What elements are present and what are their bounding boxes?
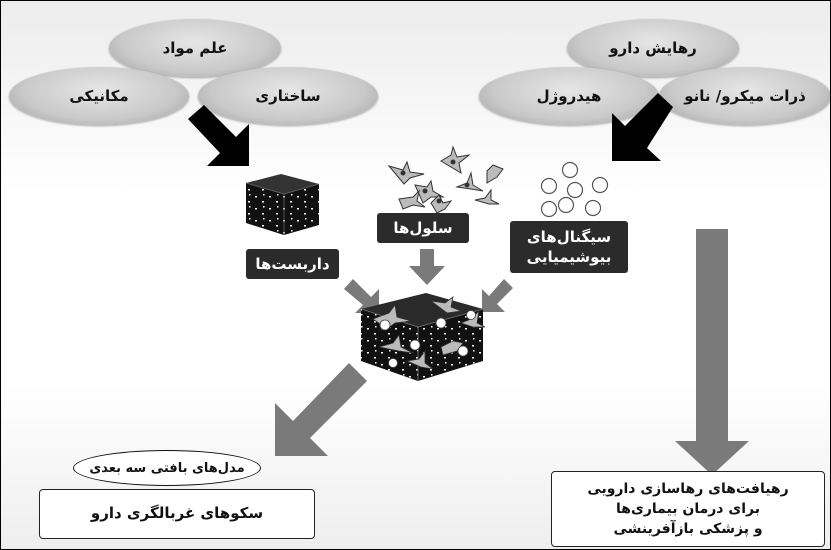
box-approaches-line2: برای درمان بیماری‌ها — [616, 500, 760, 517]
oval-structural: ساختاری — [198, 67, 378, 125]
gray-arrow-scaffolds — [344, 279, 379, 313]
gray-arrow-to-models — [275, 363, 367, 456]
label-cells-text: سلول‌ها — [393, 218, 453, 237]
oval-structural-label: ساختاری — [255, 87, 321, 105]
oval-mechanical-label: مکانیکی — [69, 87, 129, 105]
oval-micro-nano-particles-label: ذرات میکرو/ نانو — [684, 87, 806, 105]
signal-particles-icon — [540, 161, 609, 218]
tissue-construct-cube-icon — [360, 293, 486, 381]
label-biochemical-signals: سیگنال‌های بیوشیمیایی — [510, 221, 628, 273]
box-drug-screening-platforms: سکوهای غربالگری دارو — [39, 489, 315, 539]
label-scaffolds-text: داربست‌ها — [255, 254, 330, 273]
black-arrow-left — [188, 105, 249, 166]
oval-drug-release-label: رهایش دارو — [609, 39, 697, 57]
gray-arrow-signals — [482, 279, 513, 312]
black-arrow-right — [612, 93, 673, 161]
gray-arrow-cells — [409, 249, 445, 285]
label-signals-line1: سیگنال‌های — [526, 227, 612, 246]
box-approaches-line3: و پزشکی بازآفرینشی — [613, 521, 763, 538]
scaffold-cube-icon — [245, 174, 320, 235]
oval-hydrogel-label: هیدروژل — [536, 87, 602, 105]
box-approaches-line1: رهیافت‌های رهاسازی دارویی — [587, 480, 789, 497]
oval-materials-science: علم مواد — [109, 19, 281, 77]
oval-3d-tissue-models-label: مدل‌های بافتی سه بعدی — [89, 460, 245, 476]
box-drug-screening-label: سکوهای غربالگری دارو — [90, 504, 264, 523]
cells-icon — [387, 145, 504, 214]
oval-mechanical: مکانیکی — [9, 67, 189, 125]
oval-hydrogel: هیدروژل — [479, 67, 659, 125]
label-signals-line2: بیوشیمیایی — [526, 248, 612, 266]
label-cells: سلول‌ها — [377, 213, 469, 243]
label-scaffolds: داربست‌ها — [246, 249, 339, 279]
gray-arrow-to-approaches — [675, 229, 749, 475]
oval-materials-science-label: علم مواد — [162, 39, 228, 57]
oval-micro-nano-particles: ذرات میکرو/ نانو — [659, 67, 830, 125]
box-drug-release-approaches: رهیافت‌های رهاسازی دارویی برای درمان بیم… — [551, 471, 825, 547]
oval-3d-tissue-models: مدل‌های بافتی سه بعدی — [73, 450, 261, 486]
